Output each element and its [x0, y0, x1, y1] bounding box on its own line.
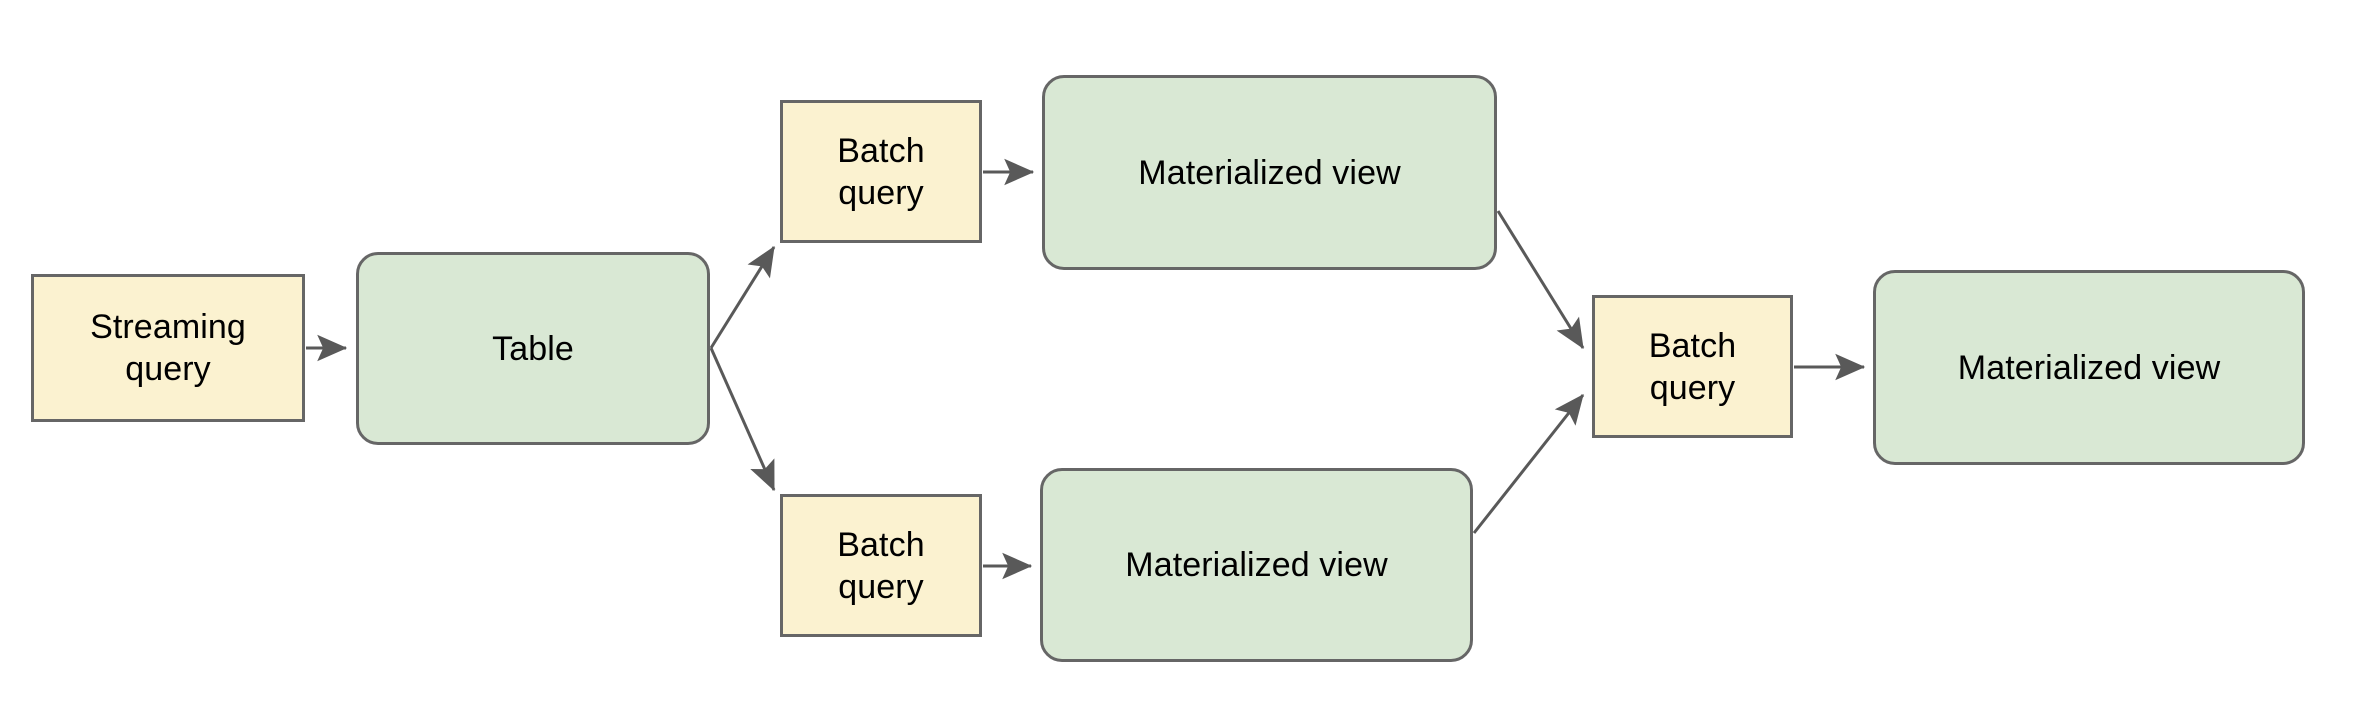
edge-mv-top-to-batch-join[interactable]	[1496, 210, 1585, 350]
node-batch-query-join[interactable]: Batch query	[1592, 295, 1793, 438]
node-batch-query-bottom[interactable]: Batch query	[780, 494, 982, 637]
node-label-table: Table	[492, 329, 574, 368]
node-label-streaming-query: Streaming query	[90, 308, 246, 388]
node-streaming-query[interactable]: Streaming query	[31, 274, 305, 422]
node-batch-query-top[interactable]: Batch query	[780, 100, 982, 243]
node-materialized-view-bottom[interactable]: Materialized view	[1040, 468, 1473, 662]
edge-mv-bottom-to-batch-join[interactable]	[1472, 394, 1585, 534]
edge-table-to-batch-bottom[interactable]	[709, 347, 776, 492]
node-table[interactable]: Table	[356, 252, 710, 445]
edge-table-to-batch-top[interactable]	[709, 245, 776, 349]
node-materialized-view-final[interactable]: Materialized view	[1873, 270, 2305, 465]
node-label-batch-query-bottom: Batch query	[837, 525, 925, 606]
node-label-materialized-view-bottom: Materialized view	[1125, 546, 1388, 584]
node-materialized-view-top[interactable]: Materialized view	[1042, 75, 1497, 270]
node-label-batch-query-top: Batch query	[837, 131, 925, 212]
node-label-batch-query-join: Batch query	[1648, 326, 1737, 407]
node-label-materialized-view-final: Materialized view	[1957, 348, 2221, 387]
node-label-materialized-view-top: Materialized view	[1138, 153, 1401, 192]
